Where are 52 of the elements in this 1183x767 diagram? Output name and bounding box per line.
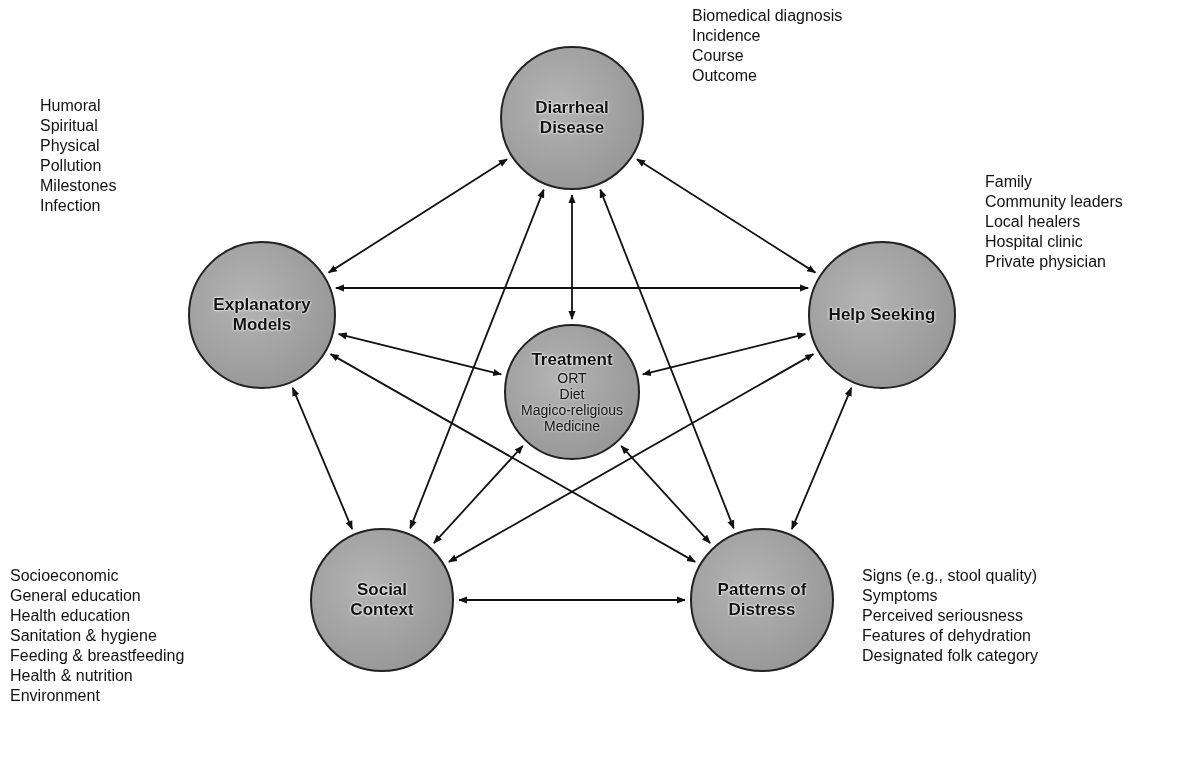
double-arrow <box>620 445 711 545</box>
circle-title: Social Context <box>349 579 415 621</box>
double-arrow <box>337 332 503 376</box>
double-arrow <box>636 158 817 274</box>
circle-text: Diet <box>559 386 585 403</box>
note-text: Private physician <box>985 252 1107 272</box>
note-text: Signs (e.g., stool quality) <box>862 566 1039 586</box>
note-text: Community leaders <box>985 192 1123 212</box>
circle-text: ORT <box>557 370 587 387</box>
note-text: Health & nutrition <box>10 666 134 686</box>
note-text: Symptoms <box>862 586 939 606</box>
double-arrow <box>568 194 576 320</box>
double-arrow <box>327 158 508 274</box>
double-arrow <box>791 386 853 530</box>
circle-text: Magico-religious <box>521 402 623 419</box>
note-text: General education <box>10 586 142 606</box>
note-text: Feeding & breastfeeding <box>10 646 185 666</box>
note-text: Health education <box>10 606 132 626</box>
double-arrow <box>599 188 735 530</box>
circle-text: Medicine <box>544 418 600 435</box>
note-text: Sanitation & hygiene <box>10 626 158 646</box>
double-arrow <box>291 386 353 530</box>
circle-title: Explanatory Models <box>212 294 312 336</box>
note-text: Biomedical diagnosis <box>692 6 843 26</box>
note-text: Spiritual <box>40 116 99 136</box>
note-text: Incidence <box>692 26 762 46</box>
note-text: Environment <box>10 686 101 706</box>
note-text: Local healers <box>985 212 1082 232</box>
note-text: Family <box>985 172 1034 192</box>
note-text: Course <box>692 46 745 66</box>
note-text: Pollution <box>40 156 103 176</box>
double-arrow <box>448 353 815 563</box>
circle-title: Help Seeking <box>828 304 936 326</box>
note-text: Socioeconomic <box>10 566 120 586</box>
circle-title: Treatment <box>531 349 613 370</box>
circle-title: Diarrheal Disease <box>534 97 610 139</box>
note-text: Perceived seriousness <box>862 606 1024 626</box>
double-arrow <box>641 332 807 376</box>
note-text: Designated folk category <box>862 646 1039 666</box>
note-text: Milestones <box>40 176 117 196</box>
double-arrow <box>409 188 545 530</box>
note-text: Outcome <box>692 66 758 86</box>
note-text: Hospital clinic <box>985 232 1084 252</box>
double-arrow <box>458 596 686 604</box>
circle-title: Patterns of Distress <box>716 579 808 621</box>
note-text: Features of dehydration <box>862 626 1032 646</box>
double-arrow <box>329 353 696 563</box>
double-arrow <box>433 445 524 545</box>
note-text: Physical <box>40 136 101 156</box>
note-text: Infection <box>40 196 102 216</box>
double-arrow <box>335 284 809 292</box>
note-text: Humoral <box>40 96 102 116</box>
